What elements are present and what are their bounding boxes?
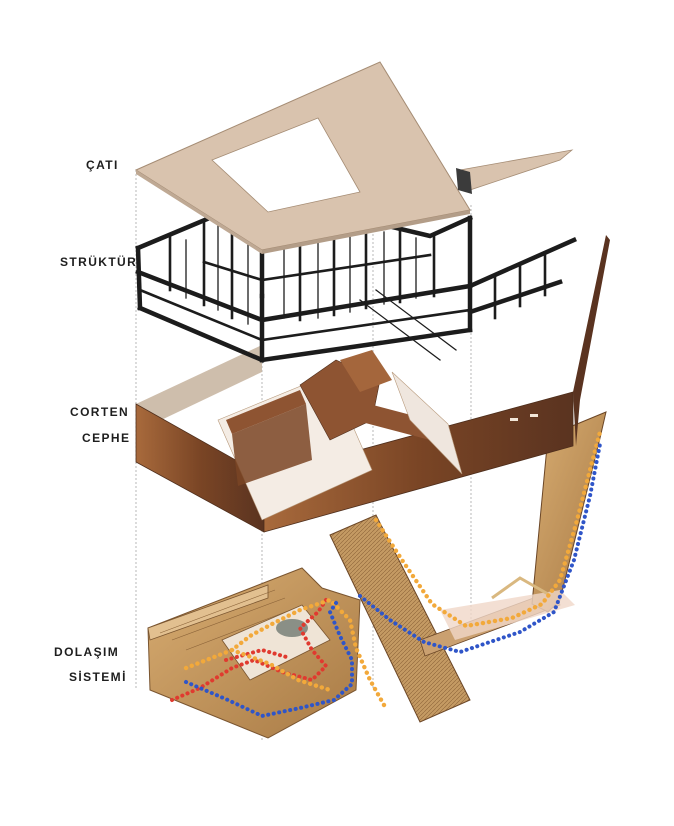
corten-wall-top-left	[136, 345, 262, 432]
route-blue	[184, 442, 602, 719]
roof-edge-right	[262, 210, 470, 254]
deck-lines	[159, 589, 297, 651]
wing-canopy	[491, 576, 549, 600]
frame-secondary	[138, 168, 547, 342]
corten-layer	[135, 235, 610, 533]
label-cati: ÇATI	[86, 158, 119, 172]
corten-inner-wall-3	[354, 400, 430, 440]
circulation-layer	[147, 411, 607, 739]
corten-wall-tall	[573, 235, 610, 446]
route-red	[170, 598, 329, 702]
glass-fin	[391, 371, 463, 475]
facade-opening-2	[530, 414, 538, 417]
courtyard-tree	[276, 619, 308, 637]
roof-opening	[211, 117, 361, 213]
facade-opening-1	[510, 418, 518, 421]
roof-canopy-edge	[456, 168, 472, 194]
corten-inner-wall-1	[226, 390, 306, 434]
roof-canopy	[459, 149, 574, 191]
label-corten: CORTEN	[70, 405, 130, 419]
ramp-mesh	[329, 514, 471, 723]
structure-layer	[135, 168, 577, 363]
roof-layer	[134, 61, 574, 254]
label-struktur: STRÜKTÜR	[60, 255, 138, 269]
label-sistemi: SİSTEMİ	[69, 670, 127, 684]
label-dolasim: DOLAŞIM	[54, 645, 120, 659]
corten-inner-wall-2	[232, 404, 312, 486]
label-cephe: CEPHE	[82, 431, 131, 445]
wing-glass	[440, 590, 575, 640]
corten-box-top	[340, 350, 392, 392]
route-orange	[183, 429, 603, 708]
frame-thin-members	[185, 213, 457, 361]
roof-edge-left	[136, 170, 262, 254]
